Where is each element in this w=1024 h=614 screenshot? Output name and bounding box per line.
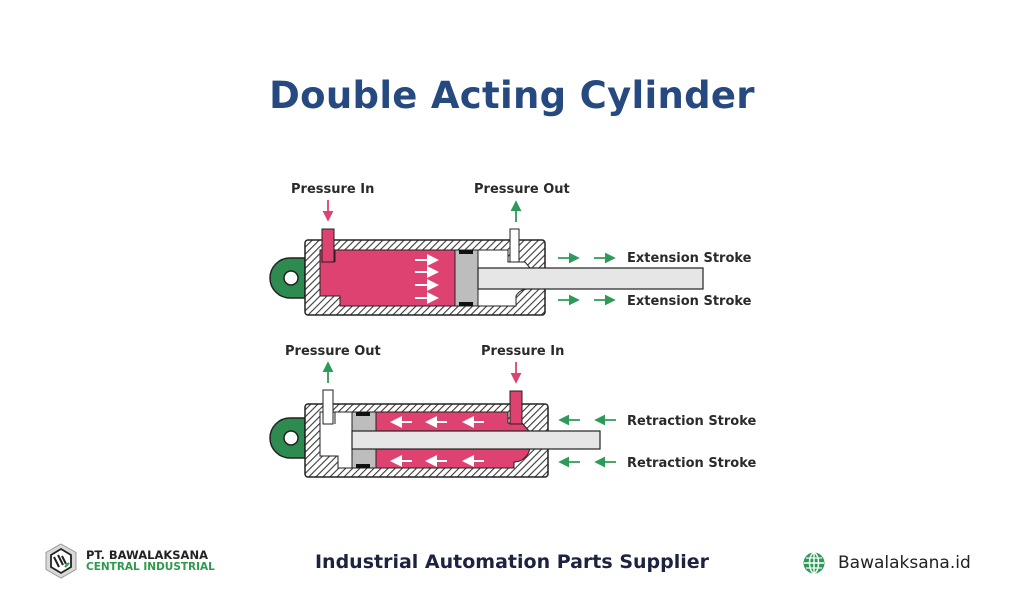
outlet-port [509,228,520,263]
outlet-port [322,389,334,425]
piston [454,249,479,307]
website-link[interactable]: Bawalaksana.id [838,553,971,573]
retraction-stroke-label: Retraction Stroke [627,414,757,429]
retraction-cylinder: Pressure Out Pressure In Retraction Stro… [269,344,757,478]
extension-stroke-label: Extension Stroke [627,251,752,266]
retraction-stroke-label: Retraction Stroke [627,456,757,471]
tagline: Industrial Automation Parts Supplier [314,551,710,573]
piston-seal [356,464,370,468]
piston-seal [459,250,473,254]
pressure-in-label: Pressure In [481,344,564,359]
logo-hexagon-icon [45,543,77,579]
piston-seal [459,302,473,306]
piston-seal [356,412,370,416]
globe-icon [803,552,825,574]
pressure-in-label: Pressure In [291,182,374,197]
company-name: PT. BAWALAKSANA [86,548,208,562]
pressure-out-label: Pressure Out [285,344,381,359]
page-title: Double Acting Cylinder [269,74,755,117]
company-logo: PT. BAWALAKSANA CENTRAL INDUSTRIAL [44,543,215,579]
flow-arrows [415,254,439,304]
extension-cylinder: Pressure In Pressure Out Extension Strok… [269,182,752,316]
pressure-out-label: Pressure Out [474,182,570,197]
inlet-port [509,390,523,425]
piston-rod [477,267,704,290]
mount-eye-icon [269,257,306,299]
extension-stroke-label: Extension Stroke [627,294,752,309]
extension-stroke-arrows [558,252,616,306]
mount-eye-icon [269,417,306,459]
retraction-stroke-arrows [558,414,616,468]
flow-arrows [390,416,484,467]
company-subtitle: CENTRAL INDUSTRIAL [86,561,215,573]
website[interactable]: Bawalaksana.id [802,551,971,575]
inlet-port [321,228,335,263]
piston-rod [351,430,601,450]
